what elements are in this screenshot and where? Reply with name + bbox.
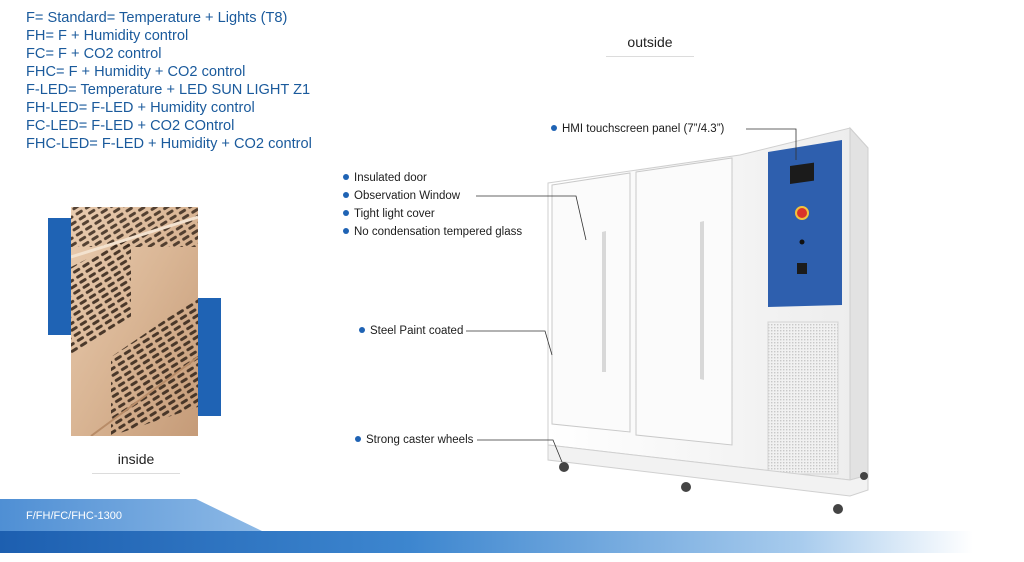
callout-steel-paint: Steel Paint coated: [359, 325, 463, 338]
bullet-icon: [343, 210, 349, 216]
model-item: FH= F + Humidity control: [26, 28, 189, 44]
model-series-label: F/FH/FC/FHC-1300: [26, 510, 122, 522]
caption-rule: [606, 56, 694, 57]
bullet-icon: [343, 228, 349, 234]
accent-bar-left: [48, 218, 71, 335]
callout-observation-window: Observation Window: [343, 190, 460, 203]
inside-photo: [71, 207, 198, 436]
bottom-banner-strip: [0, 531, 1024, 553]
inside-caption: inside: [92, 451, 180, 474]
outside-caption: outside: [606, 34, 694, 57]
callout-caster-wheels: Strong caster wheels: [355, 434, 473, 447]
bullet-icon: [343, 192, 349, 198]
model-list: F= Standard= Temperature + Lights (T8) F…: [26, 9, 312, 153]
model-item: F-LED= Temperature + LED SUN LIGHT Z1: [26, 82, 311, 98]
callout-hmi-panel: HMI touchscreen panel (7”/4.3”): [551, 123, 724, 136]
model-item: FHC-LED= F-LED + Humidity + CO2 control: [26, 136, 312, 152]
callout-light-cover: Tight light cover: [343, 208, 435, 221]
accent-bar-right: [198, 298, 221, 416]
model-item: FH-LED= F-LED + Humidity control: [26, 100, 255, 116]
callout-tempered-glass: No condensation tempered glass: [343, 226, 522, 239]
caption-rule: [92, 473, 180, 474]
model-item: FC= F + CO2 control: [26, 46, 162, 62]
inside-caption-text: inside: [117, 451, 155, 467]
banner-tab-shape: [0, 499, 262, 531]
bullet-icon: [343, 174, 349, 180]
bullet-icon: [359, 327, 365, 333]
model-item: FHC= F + Humidity + CO2 control: [26, 64, 246, 80]
model-item: FC-LED= F-LED + CO2 COntrol: [26, 118, 235, 134]
bullet-icon: [551, 125, 557, 131]
bullet-icon: [355, 436, 361, 442]
outside-caption-text: outside: [627, 34, 673, 50]
model-item: F= Standard= Temperature + Lights (T8): [26, 10, 288, 26]
perforated-shelf-illustration: [71, 207, 198, 436]
callout-insulated-door: Insulated door: [343, 172, 427, 185]
